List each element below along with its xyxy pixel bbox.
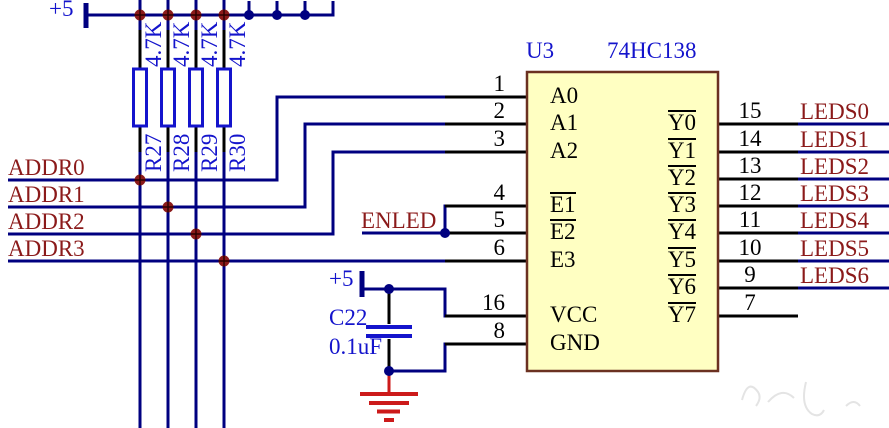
power-label-top: +5: [49, 0, 74, 21]
power-bar-icons: [83, 3, 365, 297]
wire-power-rail: [86, 1, 335, 17]
net-label-leds2: LEDS2: [800, 154, 869, 179]
pin-name-y1: Y1: [667, 138, 696, 163]
pin-name-y6: Y6: [667, 274, 696, 299]
pin-number-3: 3: [493, 126, 506, 151]
resistor-ref: R28: [169, 133, 194, 172]
net-label-leds1: LEDS1: [800, 127, 869, 152]
pin-name-y7: Y7: [667, 302, 696, 327]
resistor-value: 4.7K: [169, 21, 194, 67]
wire-leds-nets: [797, 122, 889, 290]
net-label-addr1: ADDR1: [8, 182, 85, 207]
net-label-addr3: ADDR3: [8, 236, 85, 261]
resistor-symbols: [132, 67, 232, 128]
net-label-leds5: LEDS5: [800, 236, 869, 261]
capacitor-ref: C22: [329, 305, 368, 330]
resistor-value: 4.7K: [197, 21, 222, 67]
pin-number-2: 2: [493, 98, 506, 123]
resistor-value: 4.7K: [225, 21, 250, 67]
junction-crosses: [134, 9, 230, 267]
pin-number-14: 14: [738, 126, 762, 151]
pin-number-8: 8: [493, 318, 506, 343]
pin-name-gnd: GND: [550, 330, 600, 355]
pin-number-12: 12: [738, 180, 762, 205]
wire-addr2: [8, 150, 450, 236]
capacitor-value: 0.1uF: [329, 334, 383, 359]
pin-name-y0: Y0: [667, 110, 696, 135]
pin-name-a0: A0: [550, 83, 579, 108]
junction-dots: [244, 10, 450, 376]
pin-name-a1: A1: [550, 110, 579, 135]
power-label-cap: +5: [329, 266, 354, 291]
wire-resistor-columns: [138, 0, 226, 428]
pin-name-e1: E1: [550, 192, 576, 217]
resistor-symbol-r27: [132, 67, 148, 128]
net-label-leds6: LEDS6: [800, 263, 869, 288]
pin-number-5: 5: [493, 207, 506, 232]
pin-number-6: 6: [493, 235, 506, 260]
net-label-leds0: LEDS0: [800, 99, 869, 124]
resistor-leads: [138, 30, 226, 152]
chip-body: [525, 70, 720, 373]
pin-number-1: 1: [493, 71, 506, 96]
pin-number-15: 15: [738, 98, 762, 123]
pin-number-10: 10: [738, 235, 762, 260]
resistor-symbol-r29: [188, 67, 204, 128]
capacitor-symbol: [366, 325, 412, 338]
chip-part-number: 74HC138: [607, 38, 697, 63]
resistor-ref: R29: [197, 133, 222, 172]
left-pin-stubs: [445, 95, 527, 346]
watermark: [741, 381, 861, 417]
pin-name-e3: E3: [550, 247, 576, 272]
pin-name-vcc: VCC: [550, 302, 598, 327]
ground-icon: [360, 373, 418, 422]
resistor-symbol-r30: [216, 67, 232, 128]
wire-addr1: [8, 122, 450, 209]
resistor-symbol-r28: [160, 67, 176, 128]
pin-number-7: 7: [744, 290, 756, 315]
capacitor-plates: [366, 325, 412, 338]
pin-stubs: [138, 30, 798, 369]
pin-name-a2: A2: [550, 138, 579, 163]
pin-name-y3: Y3: [667, 192, 696, 217]
net-label-leds4: LEDS4: [800, 208, 869, 233]
resistor-ref: R27: [141, 133, 166, 172]
right-pin-stubs: [718, 122, 798, 318]
net-label-leds3: LEDS3: [800, 181, 869, 206]
pin-name-e2: E2: [550, 219, 576, 244]
chip-designator: U3: [526, 38, 555, 63]
pin-name-y4: Y4: [667, 219, 696, 244]
ground-bars: [360, 392, 418, 422]
net-label-addr2: ADDR2: [8, 209, 85, 234]
resistor-value: 4.7K: [141, 21, 166, 67]
wire-gnd-net: [389, 342, 450, 373]
pin-number-13: 13: [738, 153, 762, 178]
wire-vcc: [362, 287, 450, 318]
pin-name-y2: Y2: [667, 165, 696, 190]
pin-number-4: 4: [493, 180, 506, 205]
pin-number-9: 9: [744, 262, 756, 287]
net-label-addr0: ADDR0: [8, 155, 85, 180]
net-label-enled: ENLED: [361, 208, 437, 233]
pin-number-16: 16: [482, 290, 505, 315]
pin-name-y5: Y5: [667, 247, 696, 272]
resistor-ref: R30: [225, 133, 250, 172]
pin-number-11: 11: [738, 207, 762, 232]
